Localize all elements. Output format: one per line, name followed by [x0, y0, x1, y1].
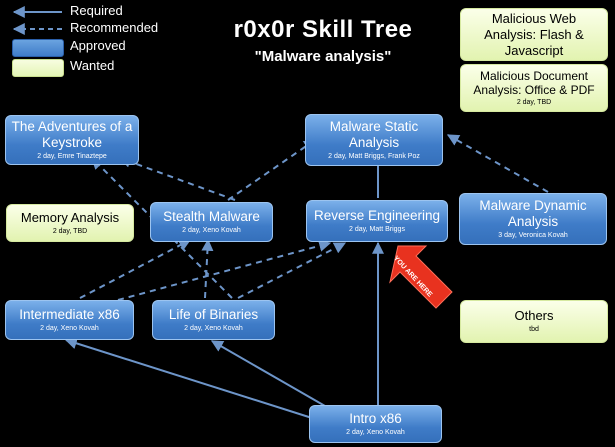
node-malicious-document-analysis[interactable]: Malicious Document Analysis: Office & PD…	[460, 64, 608, 112]
node-subtitle: 2 day, TBD	[516, 98, 552, 106]
node-title: Intro x86	[349, 410, 402, 426]
node-title: Others	[514, 308, 554, 323]
node-subtitle: 2 day, Xeno Kovah	[184, 324, 243, 332]
edge-stealth-to-adventures	[118, 156, 236, 201]
node-malicious-web-analysis[interactable]: Malicious Web Analysis: Flash & Javascri…	[460, 8, 608, 61]
node-subtitle: 3 day, Veronica Kovah	[498, 231, 568, 239]
edge-intermediate-to-stealth	[79, 239, 192, 299]
you-are-here-arrow	[389, 245, 453, 309]
node-title: Memory Analysis	[20, 209, 120, 225]
edge-stealth-to-static	[227, 139, 316, 201]
node-title: The Adventures of a Keystroke	[11, 118, 133, 150]
legend-approved-label: Approved	[70, 38, 126, 53]
edge-intro-to-binaries	[210, 340, 326, 407]
node-title: Life of Binaries	[168, 306, 259, 322]
node-malware-dynamic-analysis[interactable]: Malware Dynamic Analysis 3 day, Veronica…	[459, 193, 607, 245]
edge-intermediate-to-reverse	[117, 240, 332, 301]
legend-required-label: Required	[70, 3, 123, 18]
edge-intro-to-intermediate	[64, 337, 313, 419]
node-title: Malicious Document Analysis: Office & PD…	[473, 68, 595, 97]
node-others[interactable]: Others tbd	[460, 300, 608, 343]
diagram-title: r0x0r Skill Tree	[233, 16, 413, 43]
legend-wanted-swatch	[12, 59, 64, 77]
edge-binaries-to-stealth	[201, 238, 214, 299]
node-title: Stealth Malware	[163, 208, 260, 224]
edge-dynamic-to-static	[446, 134, 549, 193]
node-subtitle: 2 day, Matt Briggs	[349, 225, 405, 233]
node-title: Malicious Web Analysis: Flash & Javascri…	[484, 10, 584, 58]
node-title: Malware Static Analysis	[329, 118, 419, 150]
node-subtitle: 2 day, Xeno Kovah	[346, 428, 405, 436]
node-reverse-engineering[interactable]: Reverse Engineering 2 day, Matt Briggs	[306, 200, 448, 242]
node-title: Malware Dynamic Analysis	[479, 197, 587, 229]
legend-approved-swatch	[12, 39, 64, 57]
node-stealth-malware[interactable]: Stealth Malware 2 day, Xeno Kovah	[150, 202, 273, 242]
node-memory-analysis[interactable]: Memory Analysis 2 day, TBD	[6, 204, 134, 242]
node-title: Intermediate x86	[19, 306, 120, 322]
node-subtitle: 2 day, Xeno Kovah	[182, 226, 241, 234]
node-malware-static-analysis[interactable]: Malware Static Analysis 2 day, Matt Brig…	[305, 114, 443, 166]
node-subtitle: 2 day, Matt Briggs, Frank Poz	[328, 152, 420, 160]
node-subtitle: tbd	[529, 326, 539, 333]
node-intro-x86[interactable]: Intro x86 2 day, Xeno Kovah	[309, 405, 442, 443]
node-subtitle: 2 day, TBD	[52, 227, 88, 235]
node-subtitle: 2 day, Xeno Kovah	[40, 324, 99, 332]
node-adventures-of-a-keystroke[interactable]: The Adventures of a Keystroke 2 day, Emr…	[5, 115, 139, 165]
legend-recommended-label: Recommended	[70, 20, 159, 35]
legend-wanted-label: Wanted	[70, 58, 115, 73]
node-subtitle: 2 day, Emre Tinaztepe	[37, 152, 107, 160]
node-intermediate-x86[interactable]: Intermediate x86 2 day, Xeno Kovah	[5, 300, 134, 340]
node-title: Reverse Engineering	[313, 207, 441, 223]
diagram-subtitle: "Malware analysis"	[254, 48, 392, 65]
edge-binaries-to-reverse	[237, 242, 347, 299]
node-life-of-binaries[interactable]: Life of Binaries 2 day, Xeno Kovah	[152, 300, 275, 340]
